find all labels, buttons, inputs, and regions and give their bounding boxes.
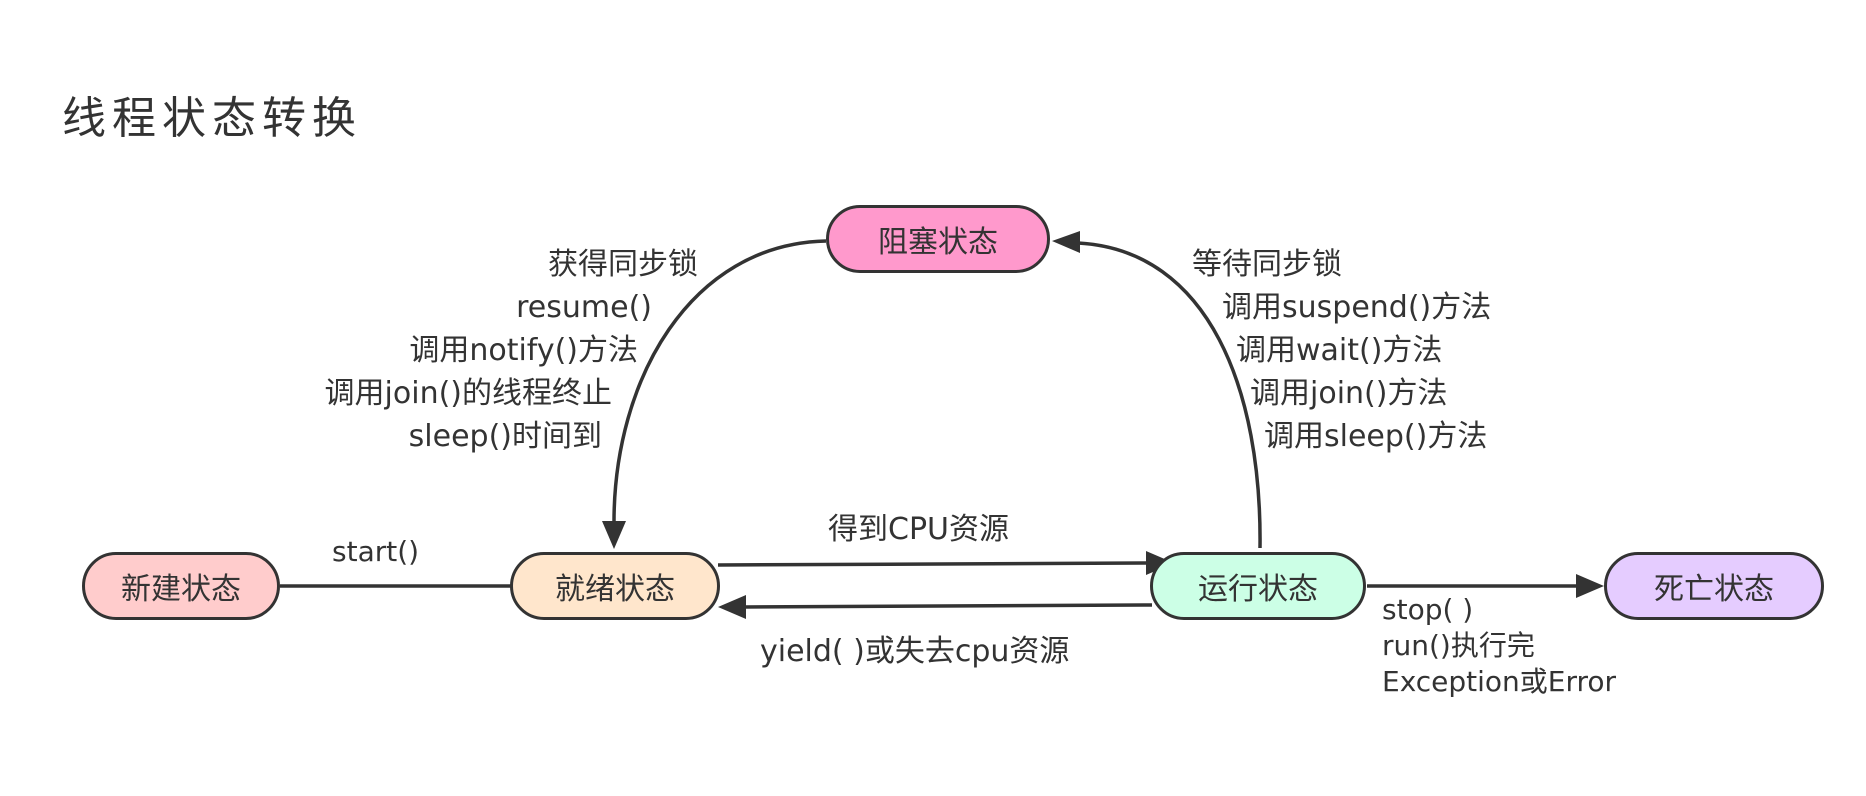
label-group-blocked-to-ready: 获得同步锁 resume() 调用notify()方法 调用join()的线程终… bbox=[325, 243, 698, 458]
edge-blocked-to-ready bbox=[612, 239, 827, 523]
label-line: 调用sleep()方法 bbox=[1264, 419, 1488, 454]
edge-running-to-ready bbox=[743, 603, 1153, 609]
edge-running-to-blocked bbox=[1077, 241, 1262, 549]
label-line: 获得同步锁 bbox=[548, 247, 698, 282]
label-line: 调用notify()方法 bbox=[409, 333, 638, 368]
diagram-title: 线程状态转换 bbox=[62, 93, 362, 144]
label-line: 调用wait()方法 bbox=[1236, 333, 1443, 368]
label-line: 调用join()的线程终止 bbox=[324, 376, 612, 411]
label-line: 等待同步锁 bbox=[1192, 247, 1342, 282]
label-start: start() bbox=[332, 535, 420, 568]
label-get-cpu: 得到CPU资源 bbox=[828, 512, 1009, 547]
edge-ready-to-running bbox=[717, 561, 1149, 567]
arrowhead-running-to-dead bbox=[1576, 574, 1604, 598]
node-running: 运行状态 bbox=[1150, 552, 1366, 620]
arrowhead-blocked-to-ready bbox=[602, 521, 626, 549]
label-line: Exception或Error bbox=[1382, 665, 1617, 698]
node-ready: 就绪状态 bbox=[510, 552, 720, 620]
arrowhead-running-to-ready bbox=[718, 595, 746, 619]
label-line: 调用join()方法 bbox=[1250, 376, 1448, 411]
arrowhead-running-to-blocked bbox=[1052, 231, 1080, 253]
label-line: run()执行完 bbox=[1382, 629, 1535, 662]
label-line: stop( ) bbox=[1382, 593, 1474, 626]
label-line: sleep()时间到 bbox=[408, 419, 602, 454]
label-line: resume() bbox=[516, 290, 652, 325]
label-line: 调用suspend()方法 bbox=[1222, 290, 1492, 325]
label-yield: yield( )或失去cpu资源 bbox=[760, 634, 1070, 669]
node-dead: 死亡状态 bbox=[1604, 552, 1824, 620]
label-group-running-to-blocked: 等待同步锁 调用suspend()方法 调用wait()方法 调用join()方… bbox=[1192, 243, 1491, 458]
node-new: 新建状态 bbox=[82, 552, 280, 620]
node-blocked: 阻塞状态 bbox=[826, 205, 1050, 273]
label-group-running-to-dead: stop( ) run()执行完 Exception或Error bbox=[1382, 592, 1616, 700]
